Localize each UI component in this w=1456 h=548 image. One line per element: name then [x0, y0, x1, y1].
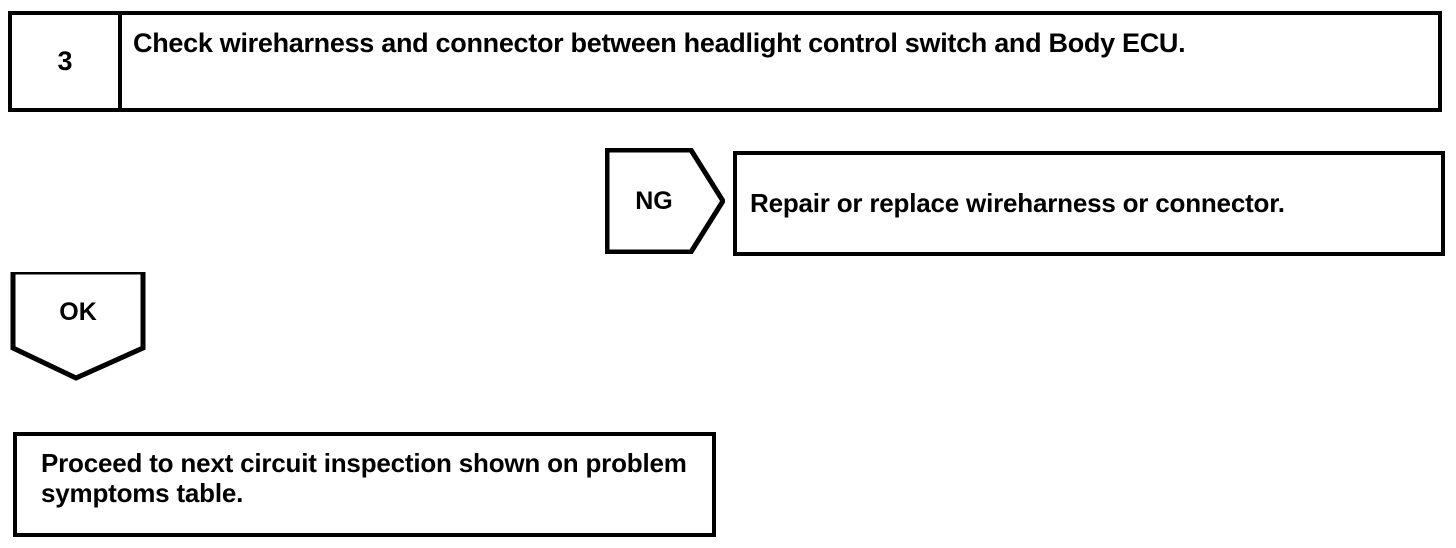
- step-number-cell: 3: [12, 15, 122, 108]
- step-header-box: 3 Check wireharness and connector betwee…: [8, 11, 1442, 112]
- ng-result-box: Repair or replace wireharness or connect…: [733, 151, 1445, 256]
- ng-arrow-icon: [605, 148, 725, 254]
- ok-result-text: Proceed to next circuit inspection shown…: [41, 448, 687, 509]
- step-instruction-cell: Check wireharness and connector between …: [122, 15, 1438, 108]
- ok-arrow-icon: [10, 272, 146, 381]
- ok-branch-label: OK: [59, 297, 97, 326]
- ok-result-box: Proceed to next circuit inspection shown…: [13, 432, 716, 537]
- ng-branch-arrow-shape: [605, 148, 725, 254]
- ng-branch-label: NG: [635, 186, 673, 215]
- step-number: 3: [57, 46, 73, 76]
- step-instruction-text: Check wireharness and connector between …: [133, 28, 1186, 58]
- ng-result-text: Repair or replace wireharness or connect…: [750, 188, 1285, 219]
- ok-branch-arrow-shape: [10, 272, 146, 382]
